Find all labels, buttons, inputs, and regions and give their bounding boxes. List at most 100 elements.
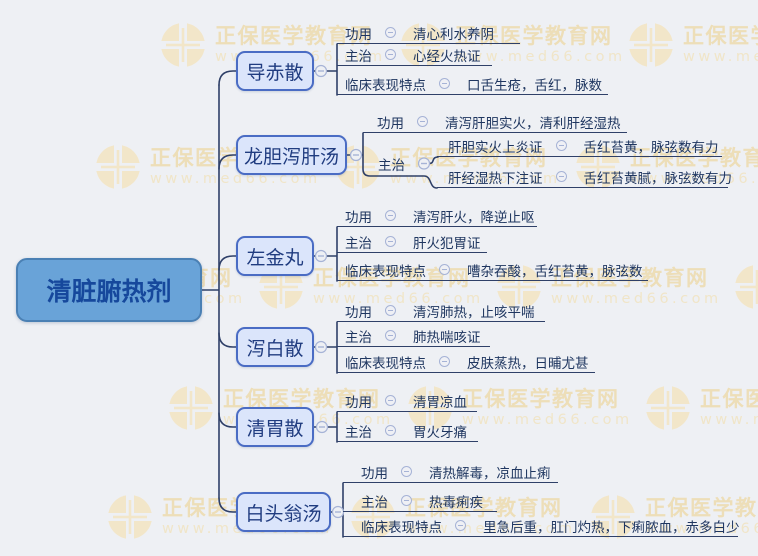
watermark-url: www.med66.com (645, 520, 758, 537)
collapse-icon[interactable] (555, 140, 567, 151)
collapse-icon[interactable] (385, 49, 396, 60)
detail-row[interactable]: 主治 肺热喘咳证 (337, 325, 490, 347)
branch-node-zuojinwan[interactable]: 左金丸 (236, 236, 314, 276)
collapse-icon[interactable] (385, 305, 396, 316)
row-value: 嘈杂吞酸，舌红苔黄，脉弦数 (467, 263, 643, 280)
collapse-icon[interactable] (401, 495, 412, 506)
row-value: 舌红苔黄腻，脉弦数有力 (583, 170, 733, 187)
detail-row[interactable]: 肝胆实火上炎证 舌红苔黄，脉弦数有力 (437, 135, 722, 157)
branch-node-daochisan[interactable]: 导赤散 (236, 51, 314, 91)
row-value: 口舌生疮，舌红，脉数 (467, 77, 602, 94)
med66-logo-icon (735, 265, 758, 309)
row-label: 主治 (345, 48, 372, 65)
collapse-icon[interactable] (314, 64, 328, 78)
collapse-icon[interactable] (349, 148, 363, 162)
med66-logo-icon (169, 386, 213, 430)
collapse-icon[interactable] (417, 157, 431, 170)
watermark-brand: 正保医学教育网 (405, 495, 563, 520)
detail-row[interactable]: 临床表现特点 皮肤蒸热，日晡尤甚 (337, 351, 595, 373)
row-value: 皮肤蒸热，日晡尤甚 (467, 355, 589, 372)
watermark-url: www.med66.com (683, 48, 758, 65)
med66-logo-icon (591, 495, 635, 539)
branch-node-baitouwengtang[interactable]: 白头翁汤 (236, 492, 331, 532)
detail-row[interactable]: 主治 心经火热证 (337, 44, 492, 66)
collapse-icon[interactable] (315, 420, 329, 434)
collapse-icon[interactable] (385, 395, 396, 406)
branch-node-xiebaisan[interactable]: 泻白散 (236, 327, 314, 367)
collapse-icon[interactable] (439, 356, 450, 367)
collapse-icon[interactable] (385, 425, 396, 436)
row-value: 清泻肝火，降逆止呕 (413, 209, 535, 226)
collapse-icon[interactable] (385, 27, 396, 38)
branch-node-longdanxieggantang[interactable]: 龙胆泻肝汤 (236, 135, 347, 175)
collapse-icons (314, 64, 431, 519)
collapse-icon[interactable] (455, 520, 466, 531)
watermark-url: www.med66.com (551, 290, 722, 307)
row-label: 临床表现特点 (345, 355, 426, 372)
collapse-icon[interactable] (314, 340, 328, 354)
collapse-icon[interactable] (314, 249, 328, 263)
detail-row[interactable]: 主治 (374, 153, 405, 175)
detail-row[interactable]: 临床表现特点 口舌生疮，舌红，脉数 (337, 73, 608, 95)
row-label: 功用 (345, 304, 372, 321)
detail-row[interactable]: 临床表现特点 里急后重，肛门灼热，下痢脓血，赤多白少 (343, 515, 740, 537)
detail-row[interactable]: 功用 清泻肝胆实火，清利肝经湿热 (363, 111, 627, 133)
watermark-brand: 正保医学教育网 (223, 386, 381, 411)
row-label: 主治 (345, 235, 372, 252)
root-label: 清脏腑热剂 (46, 277, 172, 306)
collapse-icon[interactable] (385, 236, 396, 247)
med66-logo-icon (336, 145, 380, 189)
row-label: 临床表现特点 (345, 263, 426, 280)
watermark-brand: 正保医学教育网 (683, 23, 758, 48)
collapse-icon[interactable] (385, 330, 396, 341)
branch-label: 白头翁汤 (245, 502, 322, 525)
branch-node-qingweisan[interactable]: 清胃散 (236, 407, 314, 447)
detail-row[interactable]: 临床表现特点 嘈杂吞酸，舌红苔黄，脉弦数 (337, 259, 648, 281)
watermark-url: www.med66.com (390, 170, 561, 187)
row-label: 临床表现特点 (345, 77, 426, 94)
row-label: 主治 (345, 424, 372, 441)
collapse-icon[interactable] (385, 210, 396, 221)
collapse-icon[interactable] (555, 171, 567, 182)
med66-logo-icon (629, 23, 673, 67)
med66-logo-icon (96, 145, 140, 189)
collapse-icon[interactable] (331, 505, 345, 519)
row-label: 主治 (378, 158, 405, 174)
med66-logo-icon (108, 495, 152, 539)
detail-row[interactable]: 功用 清泻肺热，止咳平喘 (337, 300, 545, 322)
detail-row[interactable]: 功用 清热解毒，凉血止痢 (343, 461, 558, 483)
collapse-icon[interactable] (417, 116, 428, 127)
watermark-url: www.med66.com (630, 170, 758, 187)
watermark-url: www.med66.com (150, 170, 321, 187)
row-label: 主治 (345, 329, 372, 346)
detail-row[interactable]: 功用 清心利水养阴 (337, 22, 520, 44)
watermark-url: www.med66.com (455, 48, 626, 65)
watermark-brand: 正保医学教育网 (462, 386, 620, 411)
med66-logo-icon (351, 495, 395, 539)
row-value: 肝火犯胃证 (413, 235, 481, 252)
collapse-icon[interactable] (439, 78, 450, 89)
row-value: 清胃凉血 (413, 394, 467, 411)
detail-row[interactable]: 肝经湿热下注证 舌红苔黄腻，脉弦数有力 (437, 166, 732, 188)
row-label: 主治 (361, 494, 388, 511)
detail-row[interactable]: 主治 热毒痢疾 (343, 490, 497, 512)
collapse-icon[interactable] (401, 466, 412, 477)
detail-row[interactable]: 主治 肝火犯胃证 (337, 231, 487, 253)
med66-logo-icon (401, 23, 445, 67)
row-value: 清泻肝胆实火，清利肝经湿热 (445, 115, 621, 132)
root-node[interactable]: 清脏腑热剂 (16, 258, 202, 322)
row-value: 清热解毒，凉血止痢 (429, 465, 551, 482)
detail-row[interactable]: 主治 胃火牙痛 (337, 420, 478, 442)
med66-logo-icon (161, 23, 205, 67)
watermark-brand: 正保医学教育网 (313, 265, 471, 290)
detail-row[interactable]: 功用 清泻肝火，降逆止呕 (337, 205, 537, 227)
row-label: 临床表现特点 (361, 519, 442, 536)
row-label: 功用 (345, 209, 372, 226)
watermark-brand: 正保医学教育网 (700, 386, 758, 411)
row-value: 里急后重，肛门灼热，下痢脓血，赤多白少 (483, 519, 740, 536)
med66-logo-icon (408, 386, 452, 430)
collapse-icon[interactable] (439, 264, 450, 275)
detail-row[interactable]: 功用 清胃凉血 (337, 390, 477, 412)
